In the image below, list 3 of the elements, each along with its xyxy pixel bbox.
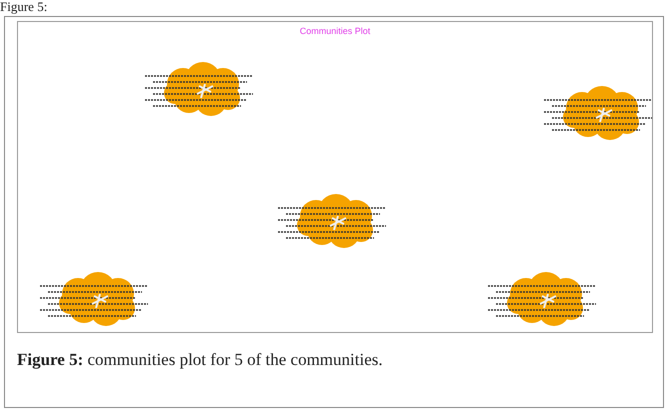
figure-label: Figure 5: <box>0 0 48 14</box>
plot-title: Communities Plot <box>298 26 372 36</box>
figure-caption: Figure 5: communities plot for 5 of the communities. <box>17 349 384 371</box>
